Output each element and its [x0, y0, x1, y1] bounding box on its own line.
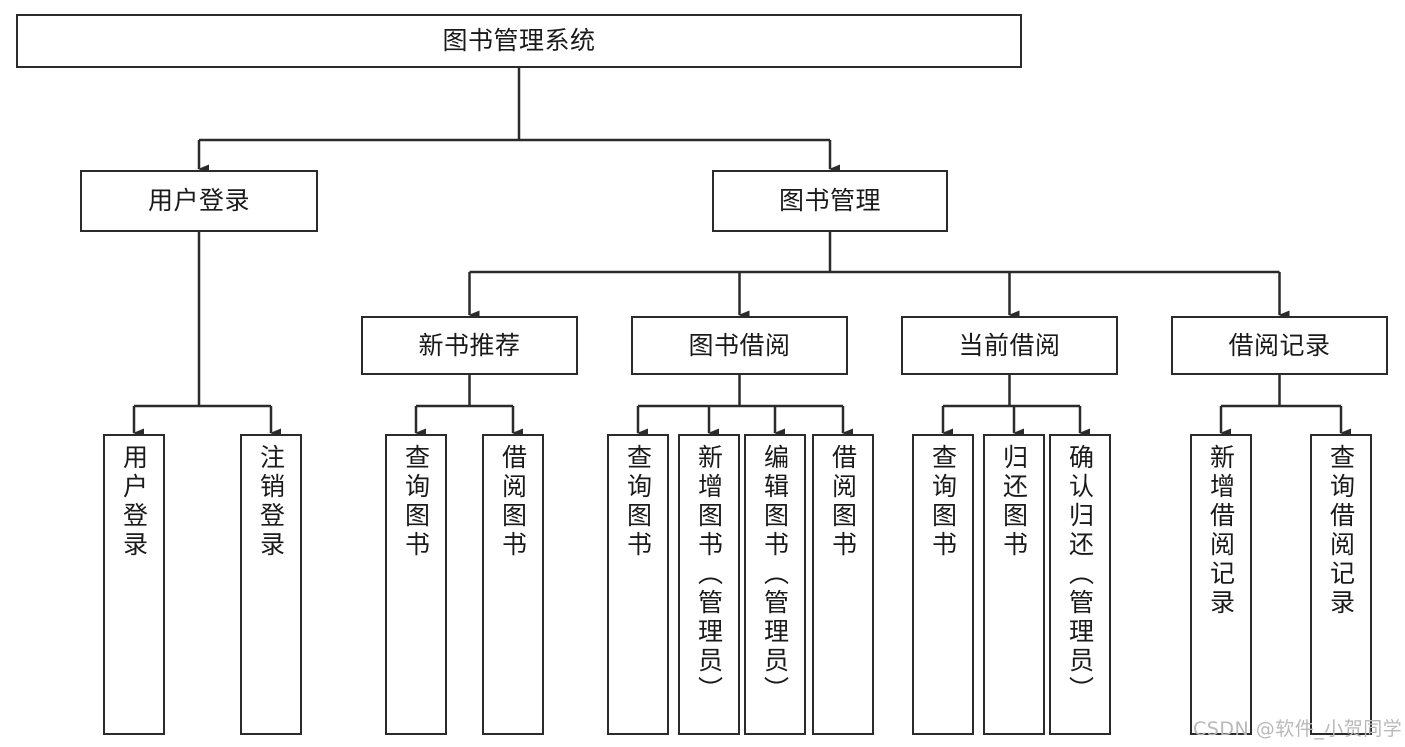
node-label-l-edit: 编辑图书（管理员） [760, 444, 790, 705]
node-l-addrec[interactable]: 新增借阅记录 [1190, 434, 1252, 735]
node-current[interactable]: 当前借阅 [901, 316, 1118, 375]
node-l-add[interactable]: 新增图书（管理员） [678, 434, 740, 735]
node-label-l-q1: 查询图书 [401, 444, 431, 560]
node-borrow[interactable]: 图书借阅 [631, 316, 848, 375]
node-bookmgmt[interactable]: 图书管理 [712, 170, 948, 232]
node-l-b1[interactable]: 借阅图书 [482, 434, 544, 735]
node-label-login: 用户登录 [147, 186, 250, 216]
node-label-l-ret: 归还图书 [999, 444, 1029, 560]
node-newrec[interactable]: 新书推荐 [361, 316, 578, 375]
node-label-l-addrec: 新增借阅记录 [1206, 444, 1236, 618]
node-l-login[interactable]: 用户登录 [103, 434, 165, 735]
node-l-ret[interactable]: 归还图书 [983, 434, 1045, 735]
node-l-conf[interactable]: 确认归还（管理员） [1049, 434, 1111, 735]
node-label-current: 当前借阅 [958, 330, 1061, 360]
node-label-records: 借阅记录 [1228, 330, 1331, 360]
node-label-l-add: 新增图书（管理员） [694, 444, 724, 705]
node-l-edit[interactable]: 编辑图书（管理员） [744, 434, 806, 735]
node-label-newrec: 新书推荐 [418, 330, 521, 360]
node-l-q1[interactable]: 查询图书 [385, 434, 447, 735]
node-l-b2[interactable]: 借阅图书 [812, 434, 874, 735]
node-label-l-qrec: 查询借阅记录 [1326, 444, 1356, 618]
node-l-q2[interactable]: 查询图书 [607, 434, 669, 735]
node-label-l-b1: 借阅图书 [498, 444, 528, 560]
node-label-l-q3: 查询图书 [928, 444, 958, 560]
node-login[interactable]: 用户登录 [80, 170, 318, 232]
node-label-l-conf: 确认归还（管理员） [1065, 444, 1095, 705]
node-l-qrec[interactable]: 查询借阅记录 [1310, 434, 1372, 735]
node-label-l-login: 用户登录 [119, 444, 149, 560]
node-label-l-q2: 查询图书 [623, 444, 653, 560]
node-label-bookmgmt: 图书管理 [778, 186, 881, 216]
node-records[interactable]: 借阅记录 [1171, 316, 1388, 375]
node-root[interactable]: 图书管理系统 [16, 14, 1022, 68]
node-l-q3[interactable]: 查询图书 [912, 434, 974, 735]
node-label-l-logout: 注销登录 [256, 444, 286, 560]
node-label-borrow: 图书借阅 [688, 330, 791, 360]
node-l-logout[interactable]: 注销登录 [240, 434, 302, 735]
csdn-watermark: CSDN @软件_小贺同学 [1193, 718, 1403, 740]
node-label-root: 图书管理系统 [442, 26, 596, 56]
node-label-l-b2: 借阅图书 [828, 444, 858, 560]
